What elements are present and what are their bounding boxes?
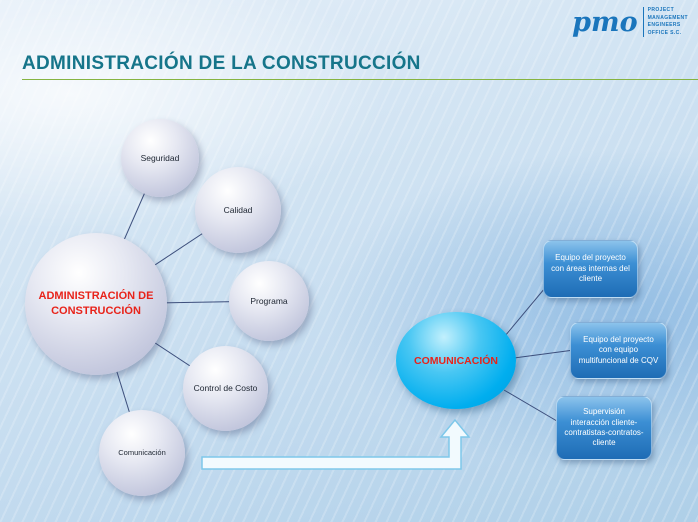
satellite-label: Comunicación [118,448,166,458]
elbow-arrow [201,418,471,470]
satellite-circle-comunicacion[interactable]: Comunicación [99,410,185,496]
satellite-label: Control de Costo [193,383,258,394]
logo-tagline-line: PROJECT [647,7,675,13]
satellite-label: Calidad [223,204,253,215]
comm-box-equipo-multifuncional[interactable]: Equipo del proyecto con equipo multifunc… [570,322,667,379]
slide-title: ADMINISTRACIÓN DE LA CONSTRUCCIÓN [22,53,421,74]
satellite-circle-calidad[interactable]: Calidad [195,167,281,253]
satellite-circle-control-de-costo[interactable]: Control de Costo [183,346,268,431]
satellite-circle-programa[interactable]: Programa [229,261,309,341]
logo-tagline-line: MANAGEMENT [647,14,688,21]
comm-box-label: Equipo del proyecto con equipo multifunc… [578,334,659,365]
comm-box-label: Supervisión interacción cliente-contrati… [564,407,644,448]
pmo-logo: pmo PROJECT MANAGEMENT ENGINEERS OFFICE … [572,7,688,37]
logo-tagline-line: OFFICE S.C. [647,29,682,36]
center-circle-label: ADMINISTRACIÓN DE CONSTRUCCIÓN [38,290,154,317]
comm-box-label: Equipo del proyecto con áreas internas d… [551,253,630,284]
satellite-label: Programa [250,295,288,306]
pmo-logo-mark: pmo [572,6,638,38]
satellite-circle-seguridad[interactable]: Seguridad [121,119,199,197]
satellite-label: Seguridad [140,152,180,163]
pmo-logo-tagline: PROJECT MANAGEMENT ENGINEERS OFFICE S.C. [642,7,688,37]
center-circle-administracion[interactable]: ADMINISTRACIÓN DE CONSTRUCCIÓN [25,233,167,375]
logo-tagline-line: ENGINEERS [647,22,681,28]
title-underline [22,79,698,80]
comm-box-equipo-areas-internas[interactable]: Equipo del proyecto con áreas internas d… [543,240,638,298]
hub-ellipse-comunicacion[interactable]: COMUNICACIÓN [396,312,516,409]
hub-label: COMUNICACIÓN [414,354,498,367]
comm-box-supervision-interaccion[interactable]: Supervisión interacción cliente-contrati… [556,396,652,460]
